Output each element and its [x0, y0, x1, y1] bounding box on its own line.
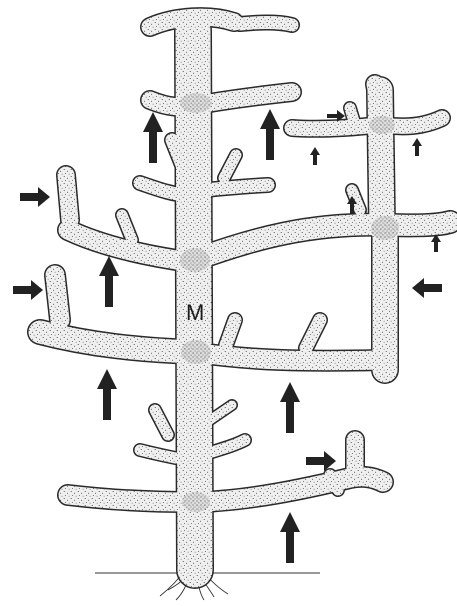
arrow-up-large — [260, 109, 280, 160]
arrow-up-small — [412, 138, 422, 156]
arrow-right — [306, 451, 336, 471]
arrow-up-large — [280, 512, 300, 563]
arrow-right — [13, 280, 43, 300]
arrow-up-small — [431, 234, 441, 252]
arrow-up-large — [280, 382, 300, 433]
branch-fill — [40, 17, 450, 570]
label-m: M — [186, 300, 204, 325]
arrow-up-small — [310, 147, 320, 165]
arrow-up-large — [143, 112, 163, 163]
arrow-up-large — [99, 256, 119, 307]
arrow-left — [412, 278, 442, 298]
arrow-up-large — [97, 369, 117, 420]
arrow-right — [20, 187, 50, 207]
